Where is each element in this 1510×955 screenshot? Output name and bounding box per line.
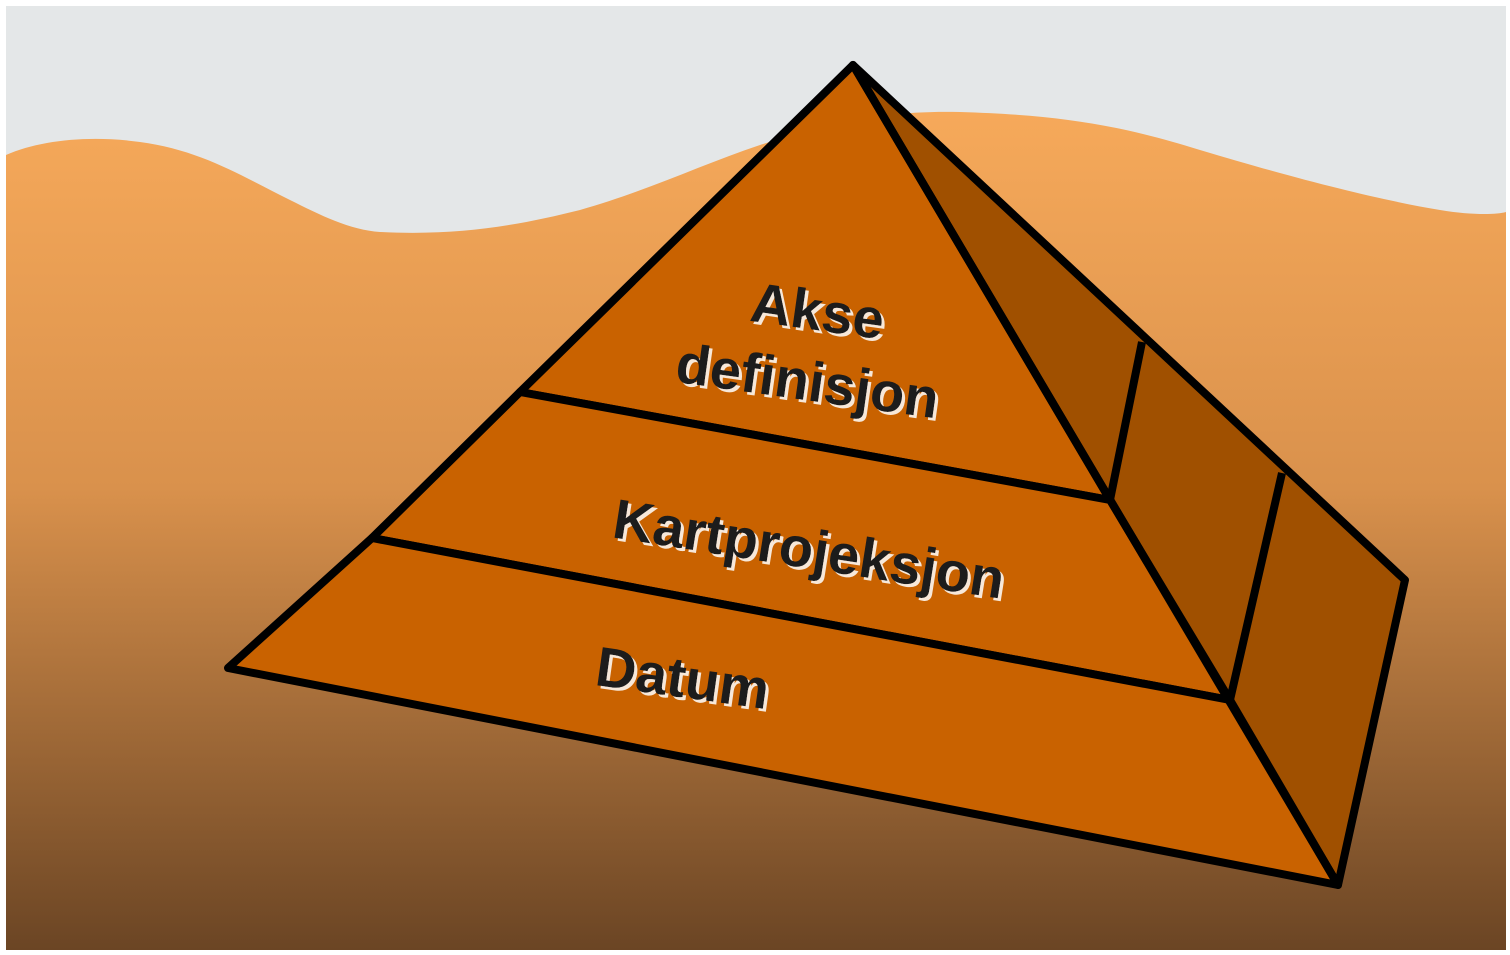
edge-apex-base — [849, 62, 1342, 888]
side-divider-top — [1106, 341, 1146, 501]
side-divider-bottom — [1226, 472, 1286, 701]
